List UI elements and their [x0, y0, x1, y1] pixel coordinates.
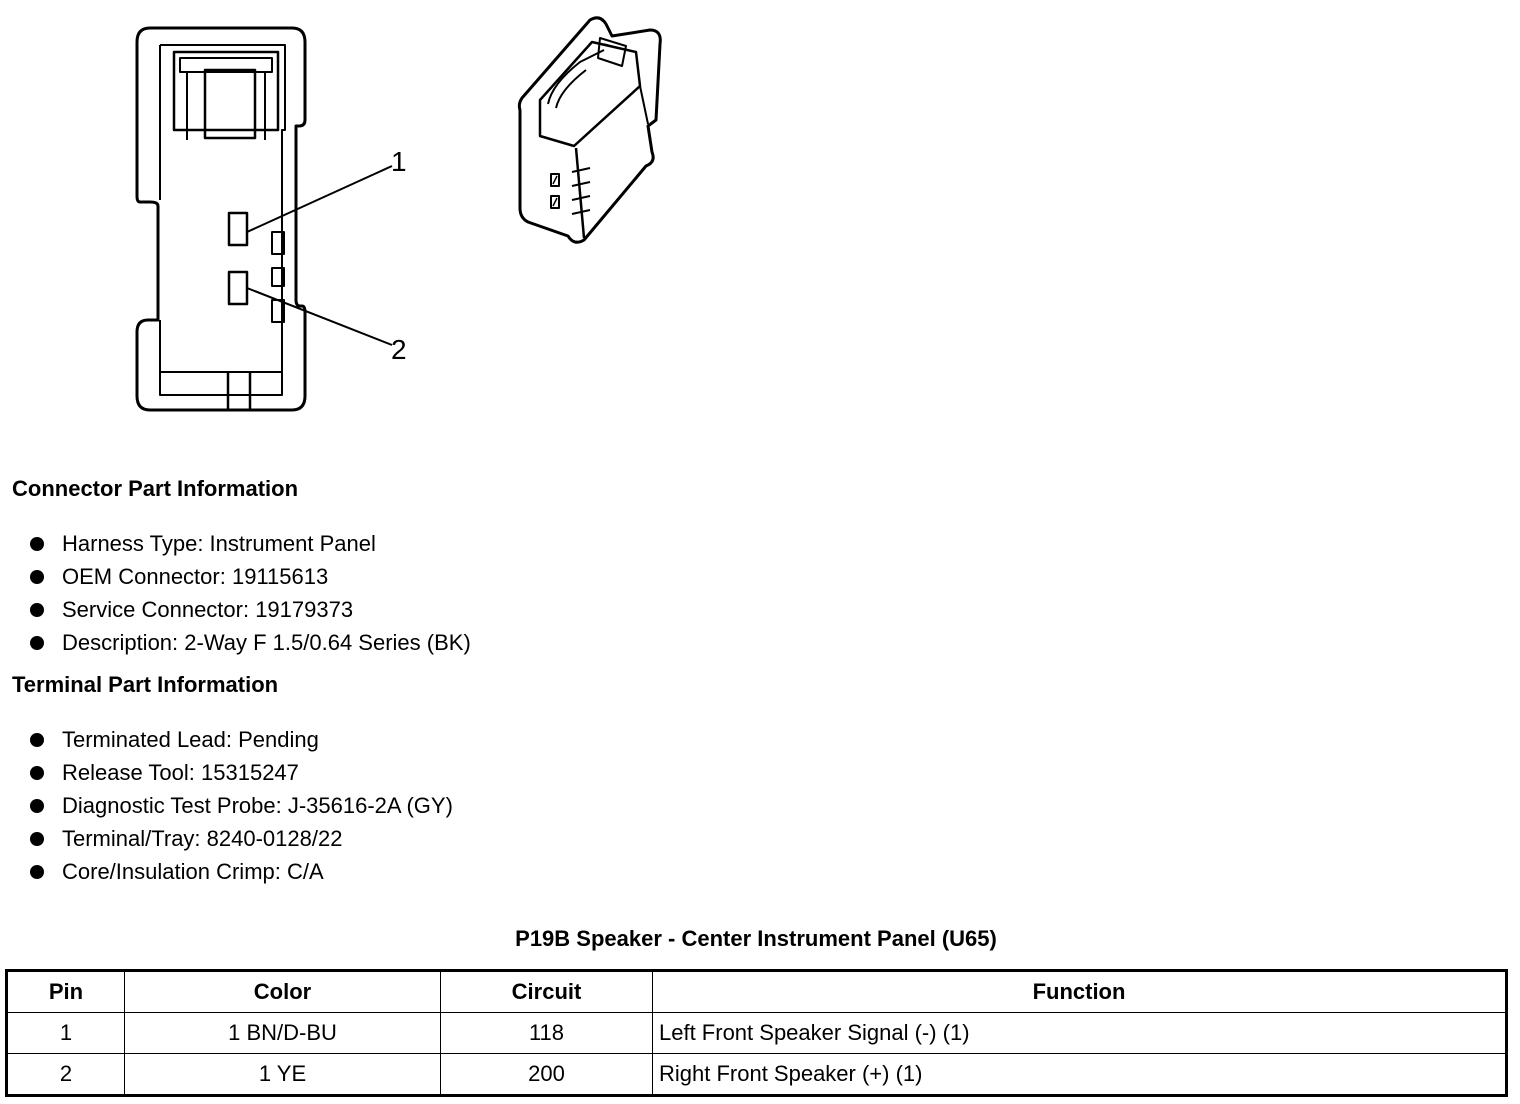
connector-part-info-list: Harness Type: Instrument Panel OEM Conne… [28, 527, 471, 659]
latch-button [203, 68, 257, 140]
connector-diagram [135, 16, 662, 412]
pin-table-title: P19B Speaker - Center Instrument Panel (… [515, 926, 997, 951]
table-row: 2 1 YE 200 Right Front Speaker (+) (1) [6, 1053, 1507, 1096]
pin-callout-2: 2 [391, 334, 407, 365]
leader-line-2 [246, 287, 393, 346]
cell-circuit: 118 [440, 1012, 653, 1054]
cell-pin: 2 [6, 1053, 125, 1096]
list-item: Service Connector: 19179373 [28, 593, 471, 626]
bullet-icon [30, 537, 44, 551]
connector-face-inner [159, 44, 286, 396]
cavity-1 [227, 211, 249, 247]
cell-pin: 1 [6, 1012, 125, 1054]
pin-table: Pin Color Circuit Function 1 1 BN/D-BU 1… [5, 969, 1508, 1097]
header-pin: Pin [6, 970, 125, 1013]
pin-callout-1: 1 [391, 146, 407, 177]
latch-inner [179, 57, 273, 73]
connector-face-outline [135, 26, 307, 412]
list-item: Release Tool: 15315247 [28, 756, 453, 789]
header-color: Color [124, 970, 441, 1013]
bullet-icon [30, 603, 44, 617]
leader-line-1 [246, 165, 393, 233]
table-header-row: Pin Color Circuit Function [6, 970, 1507, 1013]
list-item: Description: 2-Way F 1.5/0.64 Series (BK… [28, 626, 471, 659]
list-item: Harness Type: Instrument Panel [28, 527, 471, 560]
cell-function: Right Front Speaker (+) (1) [652, 1053, 1507, 1096]
bullet-icon [30, 865, 44, 879]
bullet-icon [30, 799, 44, 813]
list-item: Terminated Lead: Pending [28, 723, 453, 756]
list-item: Core/Insulation Crimp: C/A [28, 855, 453, 888]
latch-frame [172, 50, 280, 132]
table-row: 1 1 BN/D-BU 118 Left Front Speaker Signa… [6, 1012, 1507, 1054]
bullet-icon [30, 832, 44, 846]
bullet-icon [30, 733, 44, 747]
terminal-part-info-list: Terminated Lead: Pending Release Tool: 1… [28, 723, 453, 888]
header-circuit: Circuit [440, 970, 653, 1013]
list-item: Terminal/Tray: 8240-0128/22 [28, 822, 453, 855]
cell-color: 1 BN/D-BU [124, 1012, 441, 1054]
connector-part-info-heading: Connector Part Information [12, 476, 299, 501]
cell-circuit: 200 [440, 1053, 653, 1096]
header-function: Function [652, 970, 1507, 1013]
bullet-icon [30, 570, 44, 584]
terminal-part-info-heading: Terminal Part Information [12, 672, 279, 697]
list-item: OEM Connector: 19115613 [28, 560, 471, 593]
bullet-icon [30, 636, 44, 650]
cell-function: Left Front Speaker Signal (-) (1) [652, 1012, 1507, 1054]
cavity-2 [227, 270, 249, 306]
connector-isometric [517, 16, 662, 244]
cell-color: 1 YE [124, 1053, 441, 1096]
list-item: Diagnostic Test Probe: J-35616-2A (GY) [28, 789, 453, 822]
bullet-icon [30, 766, 44, 780]
